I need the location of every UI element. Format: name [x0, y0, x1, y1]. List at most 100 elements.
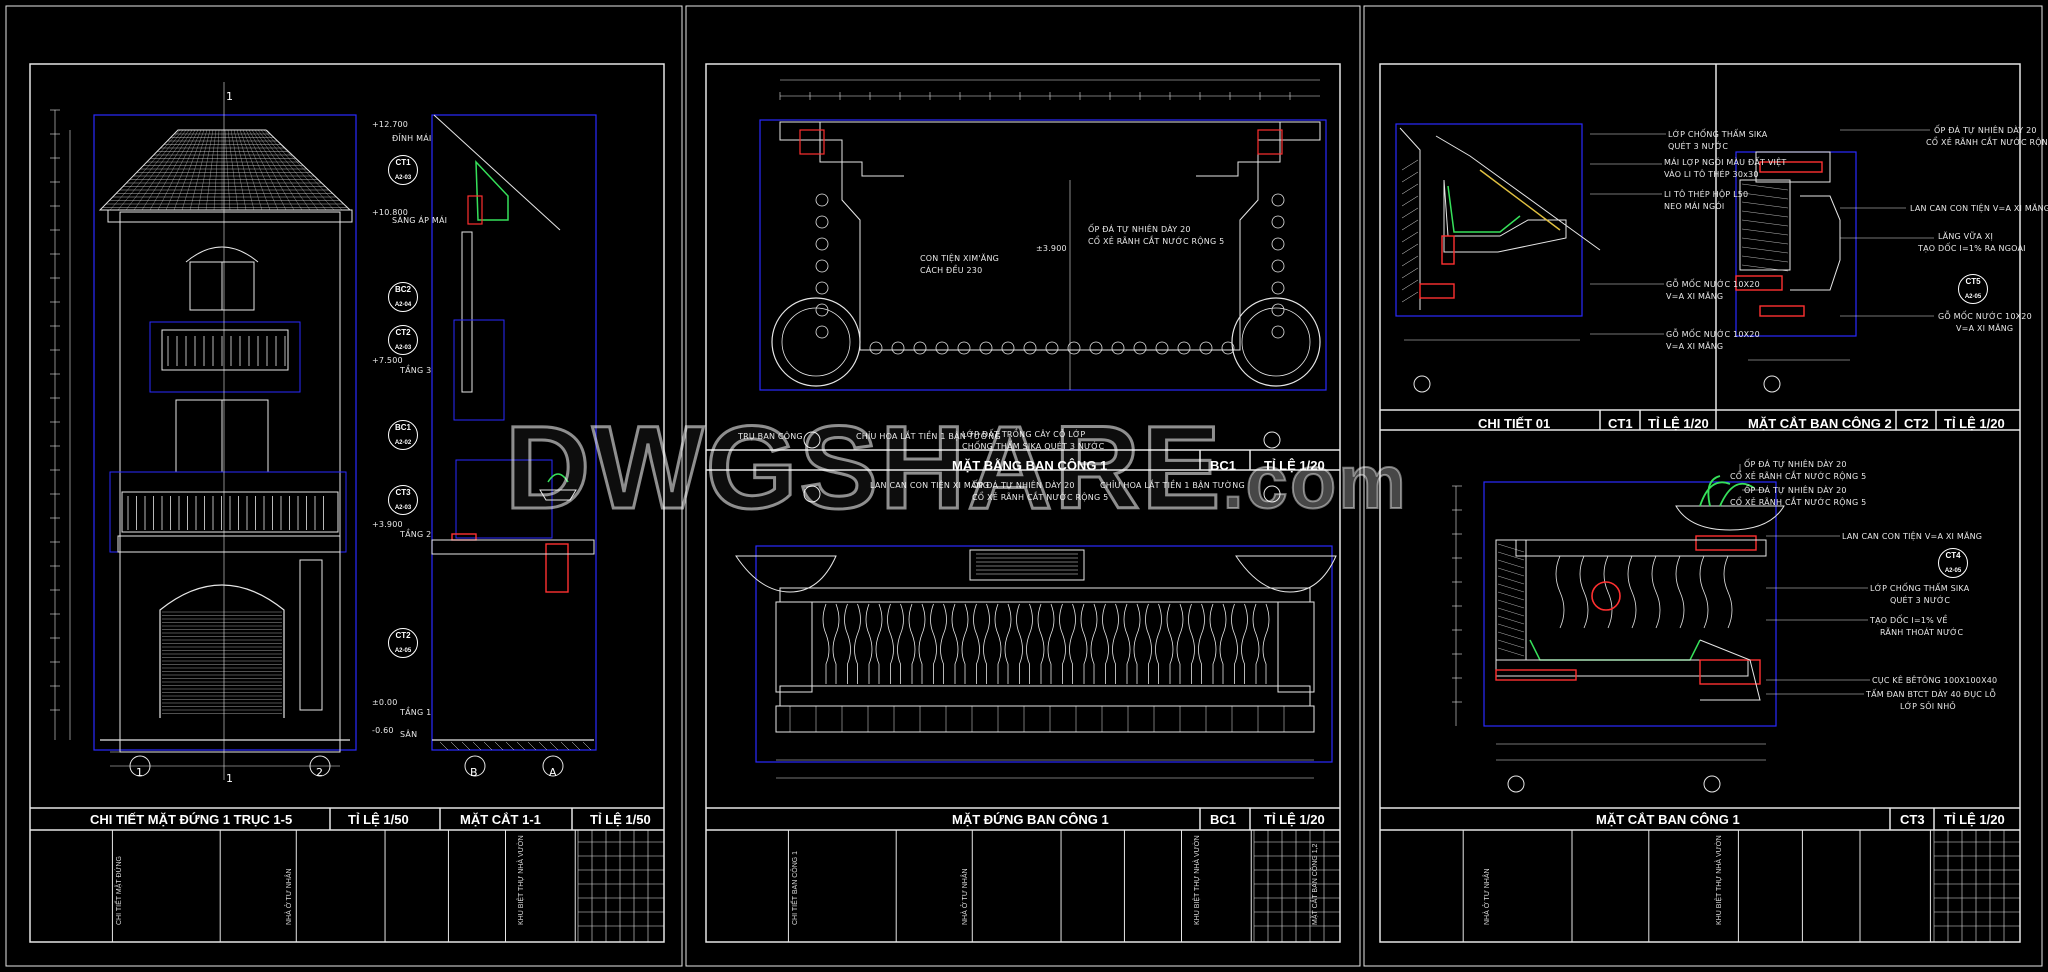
elev-handrail: [779, 587, 1311, 603]
level-3: +7.500: [372, 356, 403, 365]
axis-b-label: B: [470, 766, 478, 779]
d2-cap: [1755, 151, 1831, 183]
d3-wall-hatch: [1497, 567, 1525, 577]
elev-baluster: [973, 603, 980, 684]
axis-a-bubble: [542, 755, 564, 777]
pot: [539, 489, 577, 501]
plan-baluster-l: [815, 259, 829, 273]
elev-post-right: [1277, 601, 1315, 693]
d3-wall-hatch: [1497, 583, 1525, 593]
s3-d1-note-6: NEO MÁI NGÓI: [1664, 202, 1725, 211]
elev-baluster: [994, 603, 1002, 684]
ground-hatch: [571, 741, 581, 751]
plan-baluster-r: [1271, 281, 1285, 295]
elev-baluster: [1176, 603, 1184, 684]
level-6: -0.60: [372, 726, 394, 735]
d1-wall-hatch: [1401, 231, 1419, 243]
s3-d3-note-4: CỔ XẺ RÃNH CẮT NƯỚC RỘNG 5: [1730, 498, 1867, 507]
elev-baluster: [832, 603, 840, 684]
s3-d3-note-11: TẤM ĐAN BTCT DÀY 40 ĐỤC LỖ: [1866, 690, 1996, 699]
s3-d3-note-2: CỔ XẺ RÃNH CẮT NƯỚC RỘNG 5: [1730, 472, 1867, 481]
plan-baluster-r: [1271, 237, 1285, 251]
green-waterproof: [475, 160, 509, 221]
elev-baluster: [1080, 603, 1088, 684]
s3-d3-note-10: CỤC KÊ BÊTÔNG 100X100X40: [1872, 676, 1998, 685]
d3-wall-hatch: [1497, 631, 1525, 641]
s3-d1-note-1: LỚP CHỐNG THẤM SIKA: [1668, 130, 1768, 139]
sheet3-d1-title: CHI TIẾT 01: [1478, 416, 1551, 431]
plan-outline: [779, 121, 1321, 351]
s3-d1-note-9: GỖ MỐC NƯỚC 10X20: [1666, 330, 1760, 339]
plan-baluster-b: [979, 341, 993, 355]
s2-note-11: CỔ XẺ RÃNH CẮT NƯỚC RỘNG 5: [972, 493, 1109, 502]
d2-axis: [1763, 375, 1781, 393]
level-5: ±0.00: [372, 698, 398, 707]
d3-baluster: [1651, 555, 1661, 629]
elev-baluster: [951, 603, 959, 684]
detail-box-2: [455, 459, 553, 539]
plan-round-right: [1231, 297, 1321, 387]
s3-d2-note-5: TẠO DỐC I=1% RA NGOÀI: [1918, 244, 2026, 253]
elev-baluster: [822, 603, 830, 684]
plan-baluster-l: [815, 303, 829, 317]
d1-wall-hatch: [1401, 243, 1419, 255]
elev-baluster: [1112, 603, 1119, 684]
roof-tile: [157, 129, 199, 211]
elev-baluster: [1252, 603, 1260, 684]
plan-baluster-r: [1271, 325, 1285, 339]
d3-wall-hatch: [1497, 623, 1525, 633]
d2-hatch: [1741, 255, 1789, 263]
sheet3-d1-scale: TỈ LỆ 1/20: [1648, 416, 1709, 431]
d1-wall-hatch: [1401, 219, 1419, 231]
elev-baluster: [1047, 603, 1055, 684]
d1-wall-hatch: [1401, 291, 1419, 303]
plan-baluster-r: [1271, 259, 1285, 273]
elev-urn-left: [735, 555, 837, 593]
d2-hatch: [1741, 219, 1789, 227]
d3-wall-hatch: [1497, 559, 1525, 569]
roof-tile: [260, 129, 327, 211]
axis-a-bubble-2: [803, 431, 821, 449]
d3-plant: [1699, 475, 1755, 507]
sheet3-outer: [1363, 5, 2043, 967]
s3-d3-note-12: LỚP SỎI NHỎ: [1900, 702, 1956, 711]
elev-baluster: [844, 603, 851, 684]
level-label-5: TẦNG 1: [400, 708, 432, 717]
plan-baluster-b: [869, 341, 883, 355]
sheet3-tb-1: MẶT CẮT BAN CÔNG 1,2: [1312, 843, 1319, 925]
sheet3-d1-code: CT1: [1608, 416, 1633, 431]
s3-d3-note-8: TẠO DỐC I=1% VỀ: [1870, 616, 1948, 625]
ground-hatch: [527, 741, 537, 751]
ground-hatch: [516, 741, 526, 751]
balcony2: [121, 491, 339, 533]
d3-wall-hatch: [1497, 647, 1525, 657]
red-beam: [467, 195, 483, 225]
d1-wall-hatch: [1401, 195, 1419, 207]
plan-baluster-l: [815, 215, 829, 229]
elev-window: [969, 549, 1085, 581]
d3-baluster: [1627, 555, 1637, 629]
elev-baluster: [1059, 603, 1066, 684]
elev-baluster: [1155, 603, 1162, 684]
d1-axis: [1413, 375, 1431, 393]
plan-baluster-b: [1111, 341, 1125, 355]
sheet3-d3-code: CT3: [1900, 812, 1925, 827]
elev-baluster: [897, 603, 904, 684]
s3-d1-note-4: VÀO LI TÔ THÉP 30x30: [1664, 170, 1759, 179]
elev-baluster: [1090, 603, 1098, 684]
s2-note-2: CỔ XẺ RÃNH CẮT NƯỚC RỘNG 5: [1088, 237, 1225, 246]
axis-a-bubble-3: [803, 485, 821, 503]
d2-hatch: [1741, 183, 1789, 191]
d3-nose: [1699, 639, 1761, 701]
plan-baluster-b: [1045, 341, 1059, 355]
elev-baluster: [930, 603, 937, 684]
s3-d2-note-2: CỔ XẺ RÃNH CẮT NƯỚC RỘNG 5: [1926, 138, 2048, 147]
d2-hatch: [1741, 192, 1789, 200]
sheet2-tb-3: KHU BIỆT THỰ NHÀ VƯỜN: [1194, 835, 1201, 925]
sheet1-frame: [29, 63, 665, 943]
plan-baluster-b: [1023, 341, 1037, 355]
elev-baluster: [940, 603, 947, 684]
